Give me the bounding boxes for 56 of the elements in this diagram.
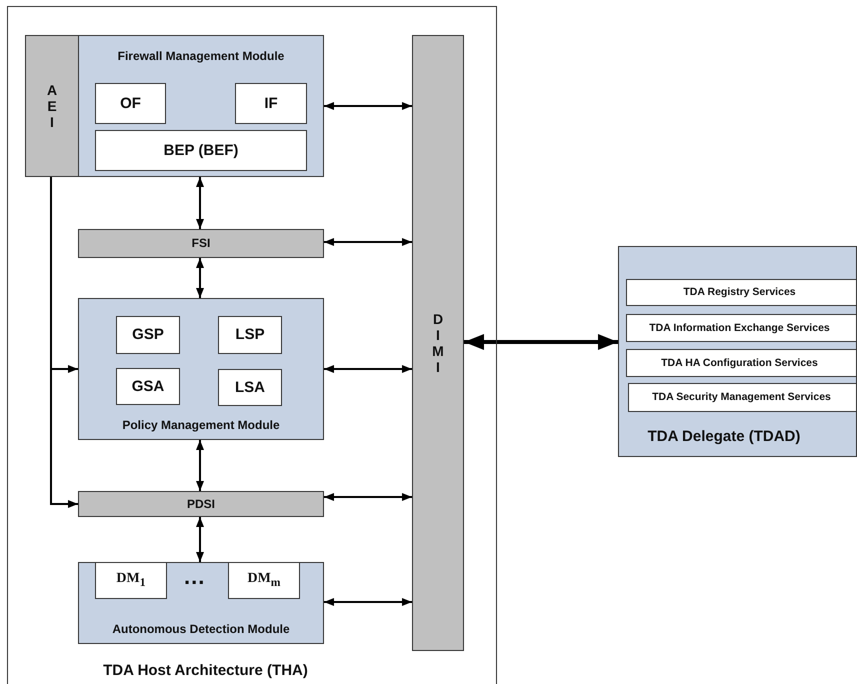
arrow	[196, 177, 204, 229]
module-panel	[618, 246, 857, 457]
module-title: TDA Delegate (TDAD)	[646, 428, 802, 446]
arrow	[50, 177, 78, 508]
arrow	[324, 493, 412, 501]
component-label: LSP	[235, 326, 265, 344]
component-box	[116, 368, 180, 405]
detection-module-label: DM$_{m}$	[247, 571, 281, 590]
arrow	[196, 440, 204, 491]
detection-module-box	[228, 562, 300, 599]
module-panel	[78, 35, 324, 177]
interface-label: D I M I	[431, 310, 445, 376]
component-label: LSA	[235, 378, 265, 396]
arrow	[196, 258, 204, 298]
detection-module-label: DM$_{1}$	[116, 571, 146, 590]
interface-label: PDSI	[186, 496, 215, 512]
component-label: GSP	[132, 326, 164, 344]
ellipsis-label: ...	[184, 566, 206, 588]
interface-label: FSI	[192, 236, 210, 251]
module-title: Policy Management Module	[121, 418, 281, 432]
component-label: IF	[264, 94, 278, 112]
arrow	[324, 365, 412, 373]
component-box	[116, 316, 180, 354]
interface-bar	[412, 35, 464, 651]
arrow	[324, 102, 412, 110]
component-box	[95, 130, 307, 171]
detection-module-box	[95, 562, 167, 599]
arrow	[324, 598, 412, 606]
component-label: BEP (BEF)	[164, 142, 238, 160]
component-box	[218, 369, 282, 406]
component-box	[218, 316, 282, 354]
component-box	[95, 83, 166, 124]
service-label: TDA HA Configuration Services	[660, 356, 819, 370]
service-box	[626, 314, 857, 342]
service-label: TDA Registry Services	[682, 286, 797, 299]
interface-bar	[78, 491, 324, 517]
arrow	[196, 517, 204, 562]
service-box	[628, 383, 857, 412]
module-title: Firewall Management Module	[116, 49, 286, 64]
service-label: TDA Information Exchange Services	[648, 322, 831, 334]
component-label: GSA	[132, 378, 164, 396]
architecture-title: TDA Host Architecture (THA)	[102, 662, 309, 680]
architecture-frame	[7, 6, 497, 684]
interface-bar	[25, 35, 79, 177]
module-panel	[78, 562, 324, 644]
interface-bar	[78, 229, 324, 258]
service-label: TDA Security Management Services	[651, 391, 832, 404]
service-box	[626, 349, 857, 377]
component-label: OF	[120, 94, 141, 112]
arrow	[324, 238, 412, 246]
module-panel	[78, 298, 324, 440]
interface-label: A E I	[46, 82, 58, 130]
component-box	[235, 83, 307, 124]
service-box	[626, 279, 857, 306]
arrow	[464, 334, 618, 350]
module-title: Autonomous Detection Module	[111, 622, 291, 636]
